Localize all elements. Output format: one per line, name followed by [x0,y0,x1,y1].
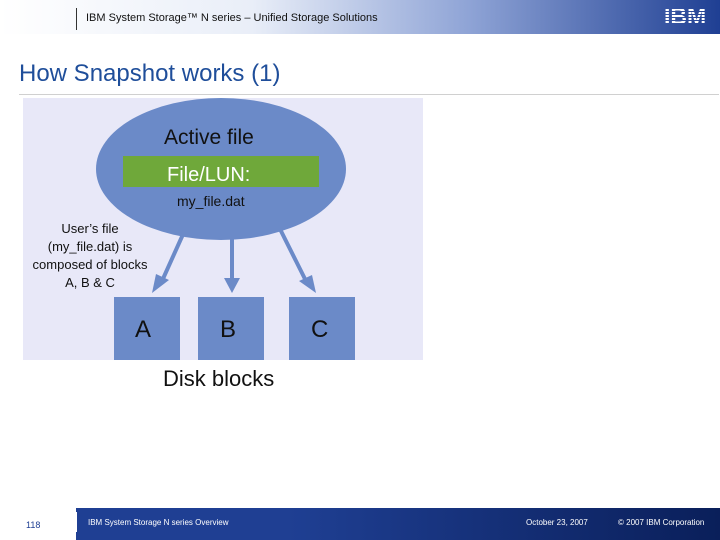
page-number: 118 [26,520,41,530]
file-lun-box [123,156,319,187]
header-text: IBM System Storage™ N series – Unified S… [86,12,378,24]
file-name-label: my_file.dat [177,193,245,209]
block-c-box [289,297,355,360]
file-lun-label: File/LUN: [167,164,251,186]
users-file-description: User’s file (my_file.dat) is composed of… [32,221,148,290]
active-file-label: Active file [164,126,254,149]
block-b-box [198,297,264,360]
arrow-head-c [299,275,316,293]
footer-copyright: © 2007 IBM Corporation [618,518,705,527]
block-a-box [114,297,180,360]
arrow-to-a [160,220,191,282]
block-b-label: B [220,316,237,343]
block-c-label: C [311,316,329,343]
ibm-logo-icon: IBM [664,3,706,27]
block-a-label: A [135,316,152,343]
disk-blocks-label: Disk blocks [163,366,275,391]
footer-date: October 23, 2007 [526,518,588,527]
header-bar: IBM System Storage™ N series – Unified S… [0,0,720,34]
title-rule [19,94,719,95]
page-title: How Snapshot works (1) [19,60,281,87]
svg-text:IBM: IBM [664,3,706,27]
header-divider [76,8,77,30]
footer-course-title: IBM System Storage N series Overview [88,518,229,527]
arrow-head-b [224,278,240,293]
arrow-to-c [274,220,308,282]
footer-divider [76,512,77,532]
footer-bar: 118 IBM System Storage N series Overview… [0,508,720,540]
page-number-box [0,508,76,540]
arrow-head-a [152,274,169,293]
